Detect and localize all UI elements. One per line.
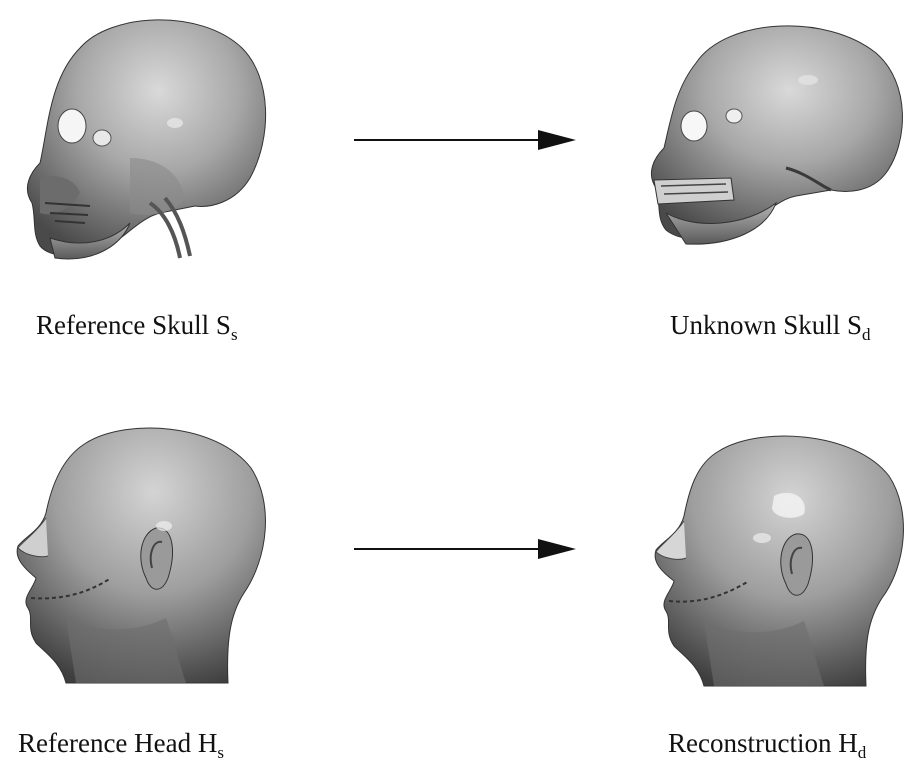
reconstruction-head-render	[644, 426, 915, 688]
transform-arrow-bottom	[352, 535, 577, 563]
reference-skull-label: Reference Skull S	[36, 310, 231, 340]
unknown-skull-caption: Unknown Skull Sd	[670, 310, 871, 340]
reference-head-render	[6, 418, 274, 688]
reference-skull-subscript: s	[231, 325, 238, 344]
unknown-skull-subscript: d	[862, 325, 871, 344]
reconstruction-caption: Reconstruction Hd	[668, 728, 866, 758]
unknown-skull-render	[636, 8, 914, 248]
reference-head-subscript: s	[217, 743, 224, 762]
reference-skull-caption: Reference Skull Ss	[36, 310, 238, 340]
reference-skull-render	[10, 8, 275, 270]
reconstruction-label: Reconstruction H	[668, 728, 858, 758]
transform-arrow-top	[352, 126, 577, 154]
reference-head-caption: Reference Head Hs	[18, 728, 224, 758]
reconstruction-subscript: d	[858, 743, 867, 762]
reference-head-label: Reference Head H	[18, 728, 217, 758]
unknown-skull-label: Unknown Skull S	[670, 310, 862, 340]
